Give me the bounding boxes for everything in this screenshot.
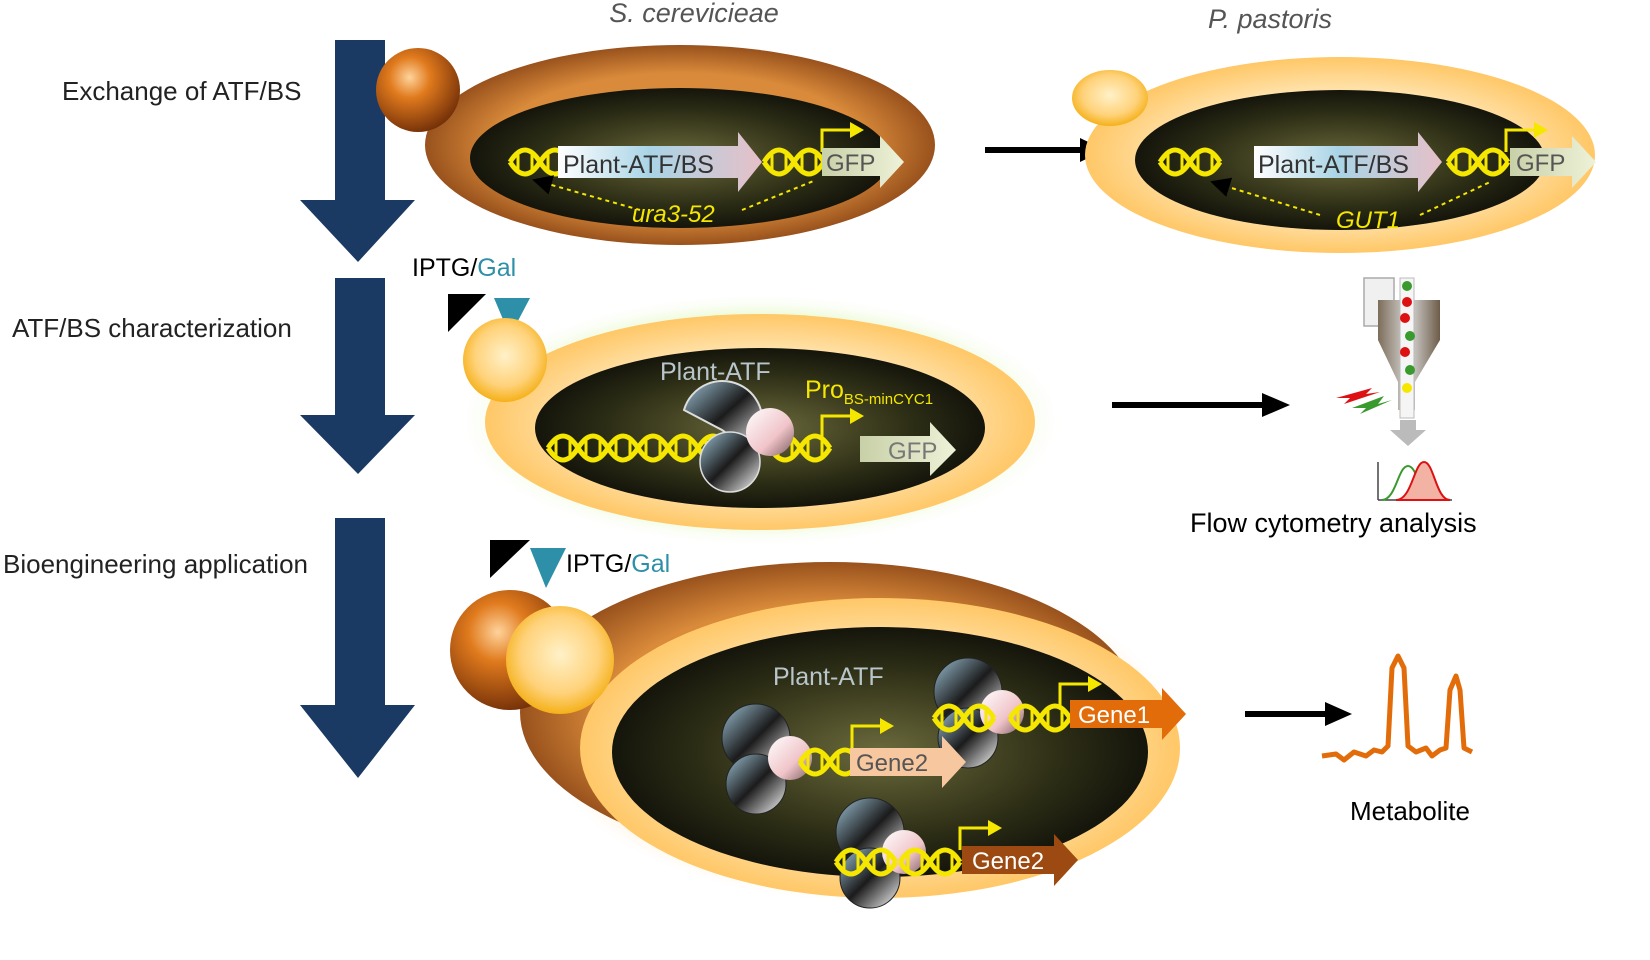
gfp-arrow-right [1510,136,1596,188]
gene-arrow-gene1 [1070,688,1186,740]
inducer-label-row2: IPTG/Gal [412,254,516,282]
inducer-label-row3: IPTG/Gal [566,550,670,578]
step-arrow-2 [300,278,415,474]
promoter-label-row2: ProBS-minCYC1 [805,376,933,408]
gene-label-gene2-lower: Gene2 [972,848,1044,875]
locus-pointer [532,175,641,211]
construct-label-right: Plant-ATF/BS [1258,151,1409,179]
gfp-label-row2: GFP [888,438,937,465]
bud-p-pastoris [1072,70,1148,126]
cell-s-cerevisiae [376,45,935,245]
flow-cytometry-label: Flow cytometry analysis [1190,508,1477,538]
gfp-label-right: GFP [1516,150,1565,177]
construct-arrow-left [558,132,762,192]
gal-inducer-icon [530,548,566,588]
atf-protein [682,379,794,493]
gfp-arrow-row2 [860,422,956,476]
gene-label-gene2-upper: Gene2 [856,750,928,777]
step-label-exchange: Exchange of ATF/BS [62,76,301,106]
gene-arrow-gene2-upper [850,736,966,788]
locus-label-left: ura3-52 [632,201,715,228]
histogram-icon [1377,460,1452,501]
locus-pointer [1210,177,1321,216]
step-arrow-3 [300,518,415,778]
analysis-arrow-head [1262,393,1290,417]
atf-label-row3: Plant-ATF [773,663,884,691]
iptg-inducer-icon [490,540,530,578]
gene-label-gene1: Gene1 [1078,702,1150,729]
construct-arrow-right [1254,132,1442,192]
header-right-organism: P. pastoris [1208,4,1332,34]
product-arrow-head [1325,702,1352,726]
gfp-label-left: GFP [826,150,875,177]
gal-inducer-icon [494,298,530,336]
step-arrow-1 [300,40,415,262]
locus-label-right: GUT1 [1336,207,1400,234]
cell-application [450,562,1180,903]
locus-pointer [741,179,817,211]
iptg-inducer-icon [448,294,486,332]
step-label-application: Bioengineering application [3,549,308,579]
bud-s-cerevisiae [376,48,460,132]
locus-pointer [1419,181,1491,216]
step-label-characterization: ATF/BS characterization [12,313,292,343]
gene-arrow-gene2-lower [962,834,1078,886]
construct-label-left: Plant-ATF/BS [563,151,714,179]
gfp-arrow-left [822,136,904,188]
flow-cytometer-icon [1336,277,1440,446]
metabolite-label: Metabolite [1350,796,1470,826]
metabolite-chromatogram-icon [1321,653,1474,763]
header-left-organism: S. cerevicieae [609,0,779,28]
